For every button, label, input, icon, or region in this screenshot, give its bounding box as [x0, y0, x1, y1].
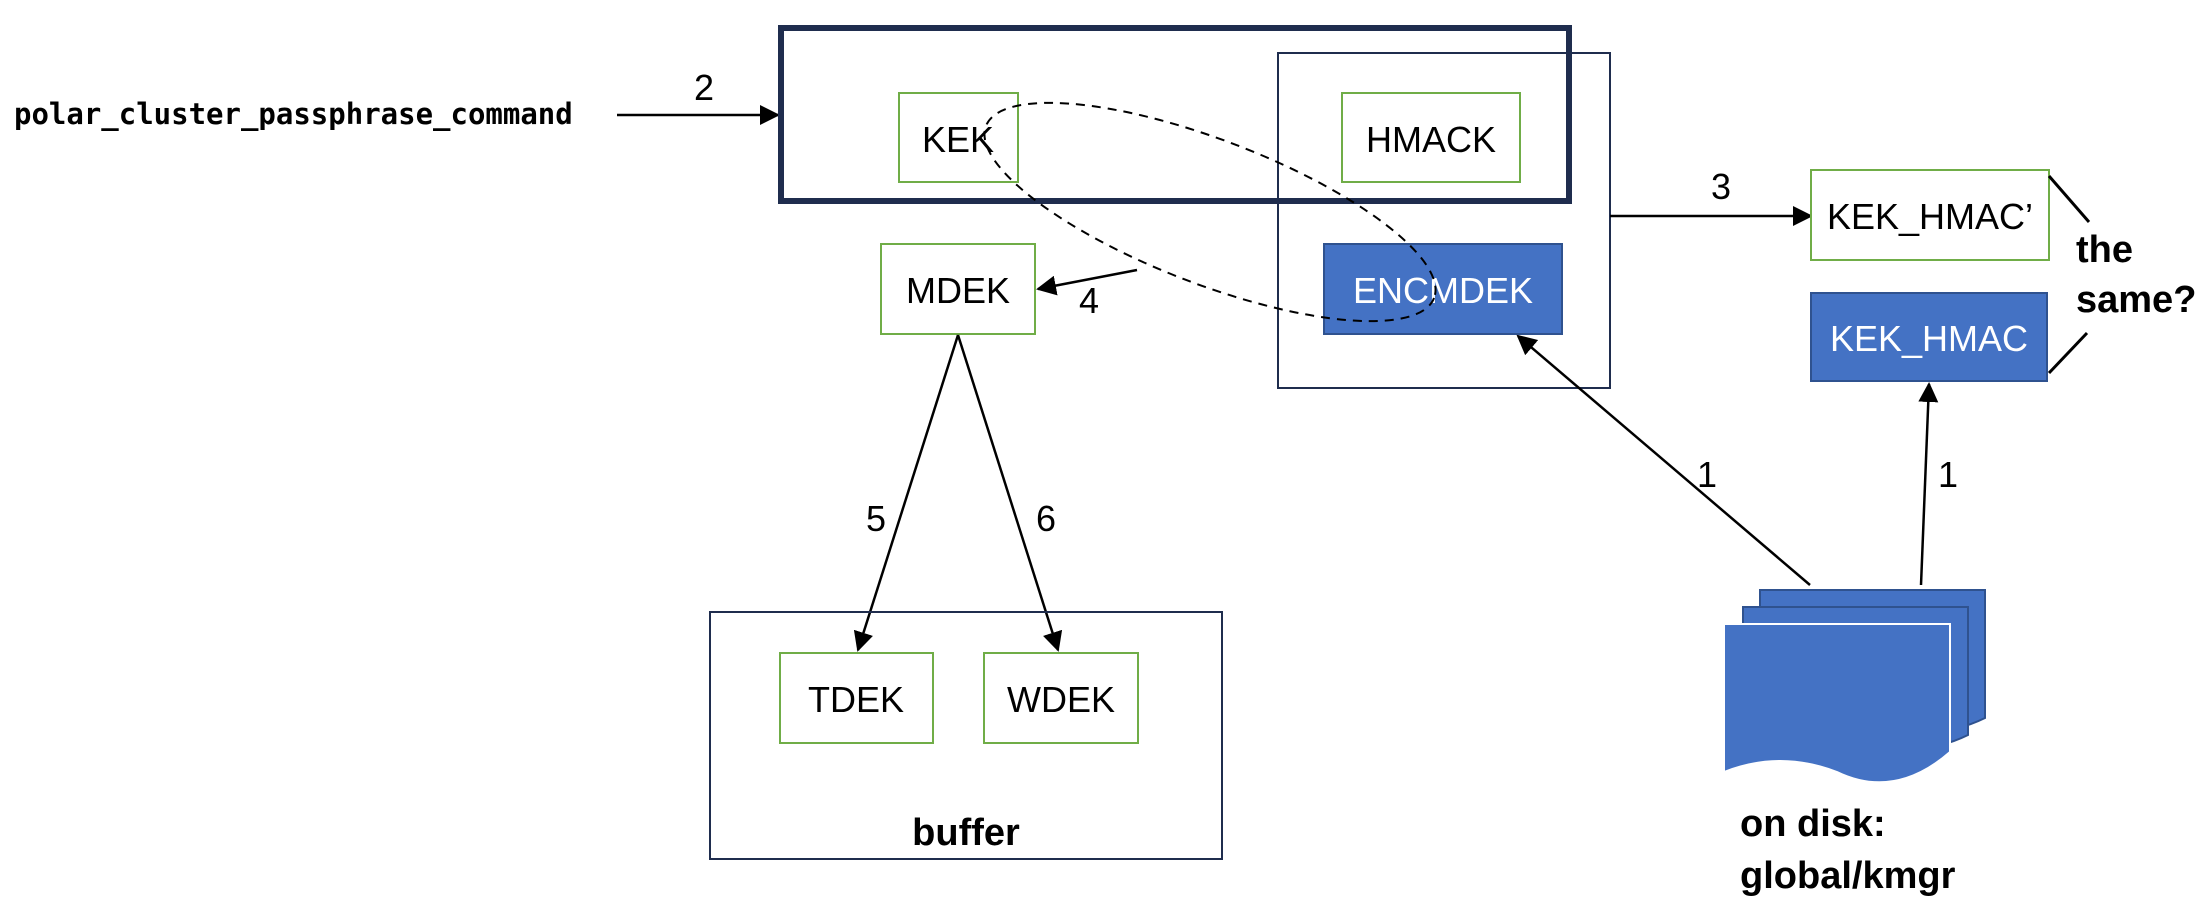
kek-box [898, 92, 1019, 183]
encmdek-box [1323, 243, 1563, 335]
compare-label-line2: same? [2076, 279, 2196, 321]
disk-label-line2: global/kmgr [1740, 855, 1956, 897]
arrow-step-1-kek-hmac [1918, 382, 1939, 586]
step-3-label: 3 [1711, 166, 1731, 207]
step-1-label-kek-hmac: 1 [1938, 454, 1958, 495]
kek-hmac-label: KEK_HMAC [1830, 318, 2028, 359]
wdek-label: WDEK [1007, 679, 1115, 720]
disk-label-line1: on disk: [1740, 803, 1886, 845]
mdek-box [880, 243, 1036, 335]
encmdek-label: ENCMDEK [1353, 270, 1533, 311]
step-5-label: 5 [866, 498, 886, 539]
buffer-box [709, 611, 1223, 860]
step-4-label: 4 [1079, 280, 1099, 321]
step-2-label: 2 [694, 67, 714, 108]
arrow-step-6 [956, 334, 1063, 652]
hmac-key-group-box [1277, 52, 1611, 389]
compare-bracket-top [2047, 175, 2091, 223]
buffer-label: buffer [912, 812, 1020, 854]
tdek-box [779, 652, 934, 744]
arrow-step-5 [853, 334, 960, 652]
compare-bracket-bottom [2047, 331, 2089, 375]
passphrase-command-label: polar_cluster_passphrase_command [14, 97, 573, 131]
kek-hmac-box [1810, 292, 2048, 382]
kek-label: KEK [922, 119, 994, 160]
mdek-label: MDEK [906, 270, 1010, 311]
arrow-step-4 [1036, 268, 1138, 296]
step-1-label-encmdek: 1 [1697, 454, 1717, 495]
kek-hmack-box [778, 25, 1572, 204]
kek-hmac-prime-box [1810, 169, 2050, 261]
wdek-box [983, 652, 1139, 744]
step-6-label: 6 [1036, 498, 1056, 539]
hmack-label: HMACK [1366, 119, 1496, 160]
arrow-step-1-encmdek [1516, 334, 1811, 586]
kek-hmac-prime-label: KEK_HMAC’ [1827, 196, 2033, 237]
compare-label-line1: the [2076, 229, 2133, 271]
disk-documents-icon [1723, 589, 1986, 784]
tdek-label: TDEK [808, 679, 904, 720]
hmack-box [1341, 92, 1521, 183]
